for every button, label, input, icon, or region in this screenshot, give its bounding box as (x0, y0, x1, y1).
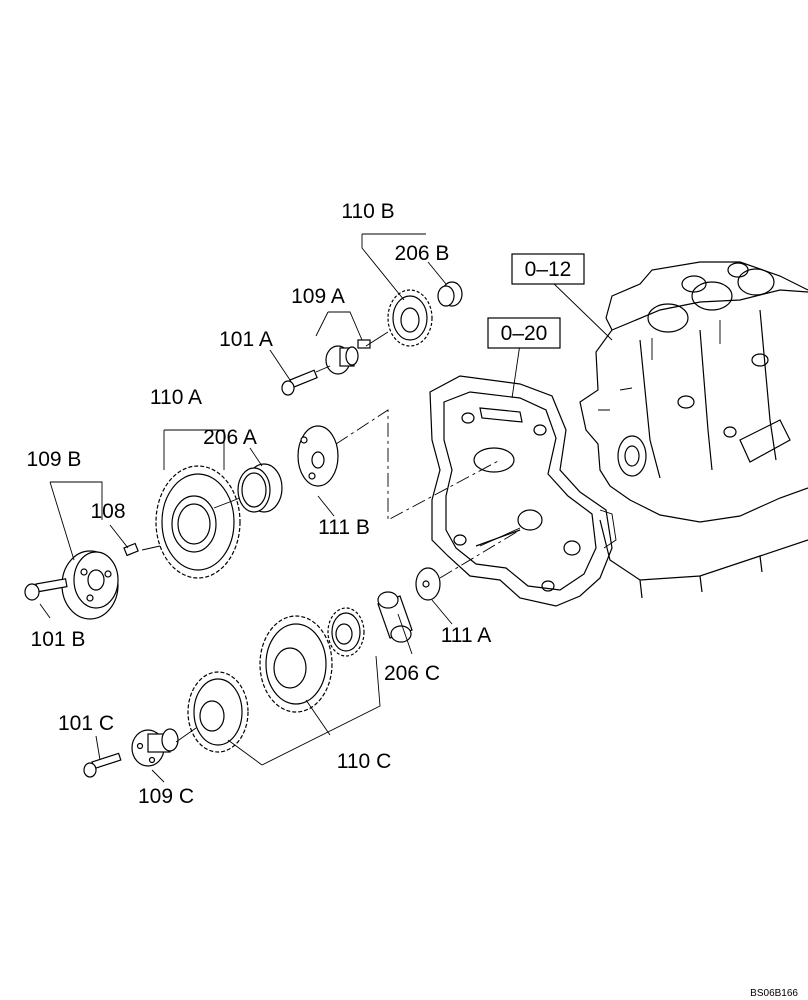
callout-101-b[interactable]: 101 B (31, 628, 86, 651)
plate-111b (297, 425, 339, 487)
figure-code: BS06B166 (750, 988, 798, 999)
ref-box-0-12[interactable]: 0–12 (511, 253, 585, 285)
callout-110-a[interactable]: 110 A (150, 386, 202, 409)
shaft-109b (61, 550, 119, 620)
callout-109-b[interactable]: 109 B (27, 448, 82, 471)
idle-gear-110a (155, 465, 241, 579)
callout-109-a[interactable]: 109 A (291, 285, 345, 308)
callout-206-c[interactable]: 206 C (384, 662, 440, 685)
callout-111-a[interactable]: 111 A (441, 624, 492, 647)
shaft-109a (325, 339, 371, 375)
callout-110-c[interactable]: 110 C (337, 750, 391, 773)
engine-block (579, 261, 808, 599)
ref-label-0-12: 0–12 (525, 258, 572, 281)
ref-box-0-20[interactable]: 0–20 (487, 317, 561, 349)
assembly-lines (141, 331, 521, 743)
callout-206-b[interactable]: 206 B (395, 242, 450, 265)
leader-lines (39, 233, 613, 783)
front-cover-plate (429, 375, 617, 607)
plate-111a (415, 567, 441, 601)
pin-108 (123, 542, 139, 557)
bolt-101b (24, 578, 68, 601)
callout-110-b[interactable]: 110 B (341, 200, 394, 223)
callout-101-a[interactable]: 101 A (219, 328, 273, 351)
bolt-101a (281, 369, 318, 396)
shaft-109c (131, 728, 179, 767)
ref-label-0-20: 0–20 (501, 322, 548, 345)
callout-101-c[interactable]: 101 C (58, 712, 114, 735)
callout-108[interactable]: 108 (90, 500, 125, 523)
callout-109-c[interactable]: 109 C (138, 785, 194, 808)
bushing-206a (237, 463, 283, 513)
callout-206-a[interactable]: 206 A (203, 426, 257, 449)
sleeve-206c (377, 591, 413, 643)
bolt-101c (83, 752, 122, 778)
callout-111-b[interactable]: 111 B (318, 516, 370, 539)
idle-gear-110b (387, 289, 433, 347)
bushing-206b (437, 281, 463, 307)
gear-set-110c (187, 607, 365, 753)
